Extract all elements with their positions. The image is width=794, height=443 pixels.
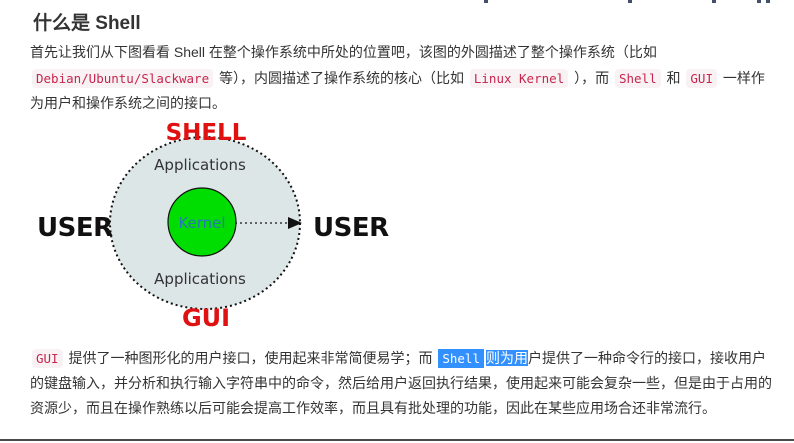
text-segment: 和 bbox=[662, 69, 685, 86]
inline-code: Linux Kernel bbox=[469, 68, 569, 88]
text-segment: 首先让我们从下图看看 Shell 在整个操作系统中所处的位置吧，该图的外圆描述了… bbox=[30, 44, 661, 60]
inline-code: Shell bbox=[614, 68, 661, 88]
clipped-text-fragment bbox=[628, 0, 632, 3]
user-right-label: USER bbox=[313, 213, 389, 243]
text-segment: 等），内圆描述了操作系统的核心（比如 bbox=[215, 69, 468, 86]
kernel-label: Kernel bbox=[178, 214, 225, 232]
gui-label: GUI bbox=[182, 304, 230, 332]
kernel-circle bbox=[167, 187, 237, 257]
text-segment: 户提供了一种命令行的接口，接收用户的键盘输入，并分析和执行输入字符串中的命令，然… bbox=[30, 350, 772, 416]
diagram-canvas: Applications Applications Kernel SHELL G… bbox=[37, 120, 390, 332]
shell-architecture-diagram: Applications Applications Kernel SHELL G… bbox=[30, 116, 390, 340]
text-segment: 提供了一种图形化的用户接口，使用起来非常简便易学；而 bbox=[64, 350, 437, 366]
clipped-text-fragment bbox=[484, 0, 488, 3]
shell-label: SHELL bbox=[166, 120, 247, 146]
clipped-text-fragment bbox=[766, 0, 770, 3]
clipped-text-fragment bbox=[757, 0, 761, 3]
inline-code: GUI bbox=[32, 349, 63, 368]
user-left-label: USER bbox=[37, 213, 113, 243]
bottom-divider bbox=[0, 439, 794, 441]
clipped-text-fragment bbox=[712, 0, 716, 3]
selected-text: 则为用 bbox=[486, 350, 528, 366]
inline-code: Debian/Ubuntu/Slackware bbox=[32, 68, 214, 88]
inline-code: Shell bbox=[438, 349, 484, 368]
text-segment: ），而 bbox=[570, 69, 613, 86]
page-title: 什么是 Shell bbox=[33, 13, 141, 34]
intro-paragraph: 首先让我们从下图看看 Shell 在整个操作系统中所处的位置吧，该图的外圆描述了… bbox=[30, 40, 772, 117]
applications-bottom-label: Applications bbox=[154, 270, 246, 288]
text-segment: 一样作为用户和操作系统之间的接口。 bbox=[30, 69, 765, 112]
applications-top-label: Applications bbox=[154, 156, 246, 174]
arrowhead-icon bbox=[288, 217, 302, 229]
inline-code: GUI bbox=[686, 68, 717, 88]
